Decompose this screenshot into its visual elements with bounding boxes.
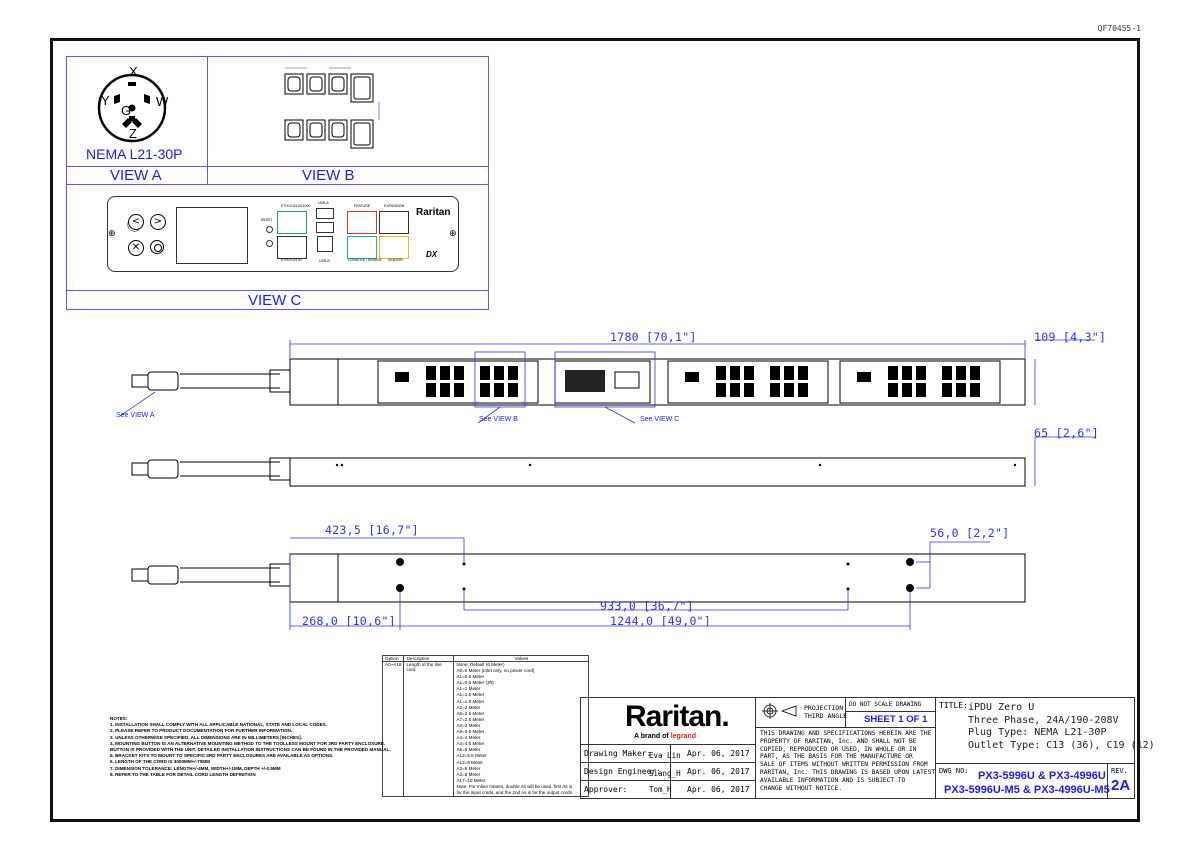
drawing-title: iPDU Zero U Three Phase, 24A/190-208V Pl… xyxy=(968,702,1155,752)
see-view-a-callout: See VIEW A xyxy=(116,412,155,419)
see-view-b-callout: See VIEW B xyxy=(479,416,518,423)
dim-first-hole: 423,5 [16,7"] xyxy=(325,523,419,537)
chevron-left-icon: < xyxy=(128,214,144,230)
maker-name: Eva Lin xyxy=(649,751,681,760)
expansion-port xyxy=(379,211,409,234)
nema-plug-face xyxy=(94,70,170,146)
approver-date: Apr. 06, 2017 xyxy=(687,785,750,794)
document-reference: QF70455-1 xyxy=(1097,24,1141,33)
mount-screw-right-icon: ⊕ xyxy=(449,229,457,239)
reset-indicator-icon xyxy=(266,226,273,233)
option-table: Option Description Values A0~A18 Length … xyxy=(381,655,590,798)
console-label: CONSOLE / MODEM xyxy=(348,258,382,262)
drawing-notes: NOTES:1. INSTALLATION SHALL COMPLY WITH … xyxy=(110,716,391,777)
maker-label: Drawing Maker: xyxy=(584,749,652,758)
usb-a-label: USB-A xyxy=(318,201,329,205)
option-values: None: Default (6 Meter)A0=0 Meter (Inlet… xyxy=(453,660,590,798)
view-a-label: VIEW A xyxy=(110,167,162,184)
feature-label: FEATURE xyxy=(354,204,371,208)
mount-screw-left-icon: ⊕ xyxy=(108,229,116,239)
engineer-label: Design Engineer: xyxy=(584,767,662,776)
title-line-product: iPDU Zero U xyxy=(968,702,1035,713)
title-line-outlets: Outlet Type: C13 (36), C19 (12) xyxy=(968,739,1155,751)
view-b-label: VIEW B xyxy=(302,167,355,184)
approver-label: Approver: xyxy=(584,785,628,794)
pdu-drawing xyxy=(119,339,1095,630)
pin-w-label: W xyxy=(156,94,169,109)
option-description: Length of the line cord xyxy=(403,660,455,798)
no-scale-notice: DO NOT SCALE DRAWING xyxy=(849,701,922,708)
eth2-label: ETH2/10/100 xyxy=(281,258,302,262)
title-line-plug: Plug Type: NEMA L21-30P xyxy=(968,727,1107,738)
engineer-name: Siang_H xyxy=(649,769,681,778)
views-box xyxy=(66,56,489,310)
usb-a-port xyxy=(316,208,334,219)
maker-date: Apr. 06, 2017 xyxy=(687,749,750,758)
projection-label: PROJECTION xyxy=(804,704,844,712)
projection-symbol-icon xyxy=(762,703,800,723)
view-c-label: VIEW C xyxy=(248,292,302,309)
dwg-no-label: DWG NO: xyxy=(939,767,969,775)
expansion-label: EXPANSION xyxy=(384,204,405,208)
dim-width: 109 [4,3"] xyxy=(1034,330,1107,344)
title-line-phase: Three Phase, 24A/190-208V xyxy=(968,714,1119,726)
dim-hole-offset: 56,0 [2,2"] xyxy=(930,526,1010,540)
sensor-label: SENSOR xyxy=(388,258,403,262)
see-view-c-callout: See VIEW C xyxy=(640,416,680,423)
usb-b-label: USB-B xyxy=(319,259,330,263)
usb-a2-port xyxy=(316,222,334,233)
sensor-port xyxy=(379,236,409,259)
power-button-icon xyxy=(150,240,164,254)
sheet-number: SHEET 1 OF 1 xyxy=(864,714,928,725)
dim-depth: 65 [2,6"] xyxy=(1034,426,1100,440)
console-port xyxy=(347,236,377,259)
option-code: A0~A18 xyxy=(381,660,405,798)
title-label: TITLE: xyxy=(939,701,968,710)
dim-mount-offset: 268,0 [10,6"] xyxy=(302,614,396,628)
dim-mount-spacing: 1244,0 [49,0"] xyxy=(610,614,712,628)
pin-x-label: X xyxy=(129,64,138,79)
dim-overall-length: 1780 [70,1"] xyxy=(610,330,697,344)
drawing-sheet xyxy=(50,38,1140,822)
eth1-label: ETH1/10/100/1000 xyxy=(281,204,311,208)
dx-panel-logo: DX xyxy=(426,250,438,259)
pin-z-label: Z xyxy=(129,126,137,141)
usb-b-port xyxy=(317,236,333,252)
display-screen xyxy=(176,207,248,264)
close-button-icon: ✕ xyxy=(128,240,144,256)
title-block xyxy=(580,697,1135,799)
eth1-port xyxy=(277,211,307,234)
disclaimer-text: THIS DRAWING AND SPECIFICATIONS HEREIN A… xyxy=(760,730,936,792)
reset-indicator2-icon xyxy=(266,240,273,247)
dwg-number-line2: PX3-5996U-M5 & PX3-4996U-M5 xyxy=(944,784,1110,796)
plug-type-label: NEMA L21-30P xyxy=(86,146,183,162)
dwg-number-line1: PX3-5996U & PX3-4996U xyxy=(978,770,1106,782)
outlet-detail-view xyxy=(275,62,405,158)
raritan-panel-logo: Raritan xyxy=(416,207,451,218)
brand-tagline: A brand of legrand xyxy=(634,733,696,740)
raritan-logo: Raritan. xyxy=(625,700,730,733)
engineer-date: Apr. 06, 2017 xyxy=(687,767,750,776)
pin-g-label: G xyxy=(121,103,132,118)
pin-y-label: Y xyxy=(101,93,110,108)
feature-port xyxy=(347,211,377,234)
dim-hole-spacing: 933,0 [36,7"] xyxy=(600,599,694,613)
rev-label: REV. xyxy=(1111,767,1128,775)
revision-number: 2A xyxy=(1111,777,1131,794)
eth2-port xyxy=(277,236,307,259)
controller-panel xyxy=(107,196,459,272)
projection-angle: THIRD ANGLE xyxy=(804,712,848,720)
chevron-right-icon: > xyxy=(150,214,166,230)
reset-label: RESET xyxy=(261,218,273,222)
approver-name: Tom_H xyxy=(649,785,672,794)
